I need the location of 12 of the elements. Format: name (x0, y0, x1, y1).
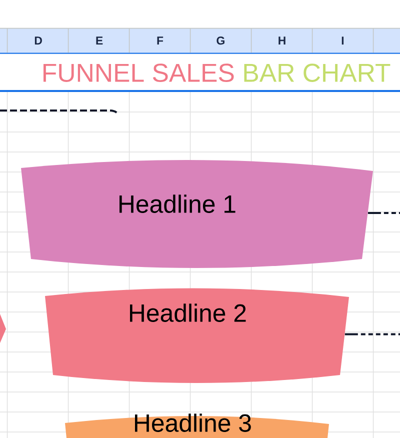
column-letter: F (157, 36, 164, 45)
column-letter: D (34, 36, 42, 45)
column-letter: H (278, 36, 286, 45)
column-letter: I (342, 36, 344, 45)
funnel-segment: Headline 3 (65, 414, 329, 438)
dashed-line (368, 212, 400, 214)
column-letter: E (96, 36, 103, 45)
dashed-line (344, 333, 400, 336)
column-letter: G (216, 36, 224, 45)
title: FUNNEL SALES BAR CHART (44, 64, 390, 82)
funnel-segment: Headline 1 (21, 160, 373, 268)
funnel-segment: Headline 2 (45, 288, 349, 383)
